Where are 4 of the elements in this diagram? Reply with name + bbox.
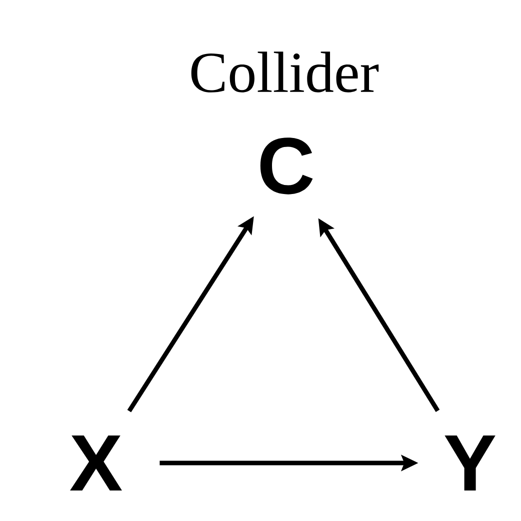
variable-letter: Y: [444, 436, 496, 491]
variable-letter: X: [70, 436, 122, 491]
variable-letter: C: [260, 138, 313, 194]
title: Collider: [191, 52, 379, 92]
